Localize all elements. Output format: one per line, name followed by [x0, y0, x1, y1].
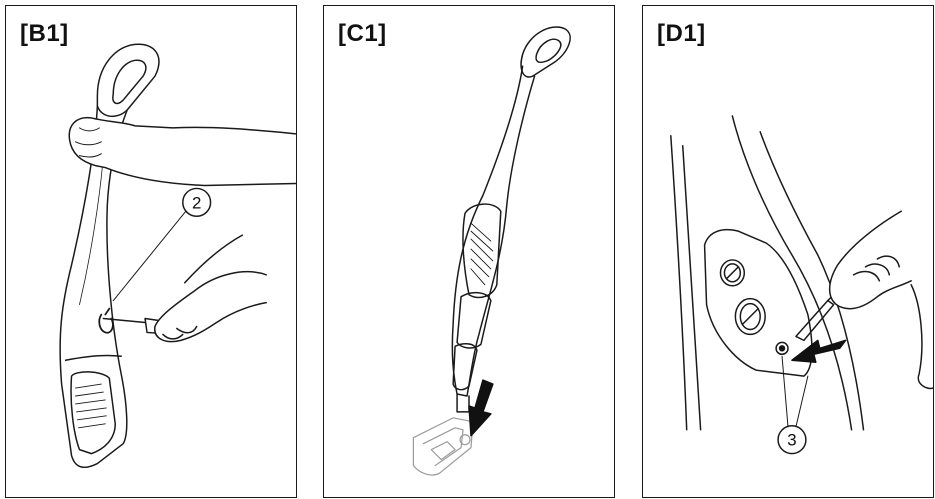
handle-loop [521, 27, 570, 77]
hand [830, 211, 912, 308]
panel-label: [D1] [657, 20, 706, 48]
left-arrow [792, 340, 846, 362]
panel-c1: [C1] [323, 5, 615, 498]
panel-label: [C1] [338, 20, 387, 48]
handle-loop [97, 44, 158, 116]
down-arrow [469, 380, 493, 436]
stick-body [452, 66, 534, 396]
upper-hand [69, 118, 296, 186]
lower-grille [71, 372, 115, 454]
panel-label: [B1] [20, 20, 69, 48]
panel-b1: [B1] [5, 5, 297, 498]
nozzle [413, 418, 473, 475]
illustration-reset-button: 3 [643, 6, 933, 497]
lower-hand [155, 272, 266, 342]
illustration-remove-nozzle [324, 6, 614, 497]
illustration-remove-screw: 2 [6, 6, 296, 497]
callout-3: 3 [787, 431, 796, 450]
control-plate [705, 230, 812, 376]
panel-d1: [D1] [642, 5, 934, 498]
callout-2: 2 [192, 193, 201, 212]
